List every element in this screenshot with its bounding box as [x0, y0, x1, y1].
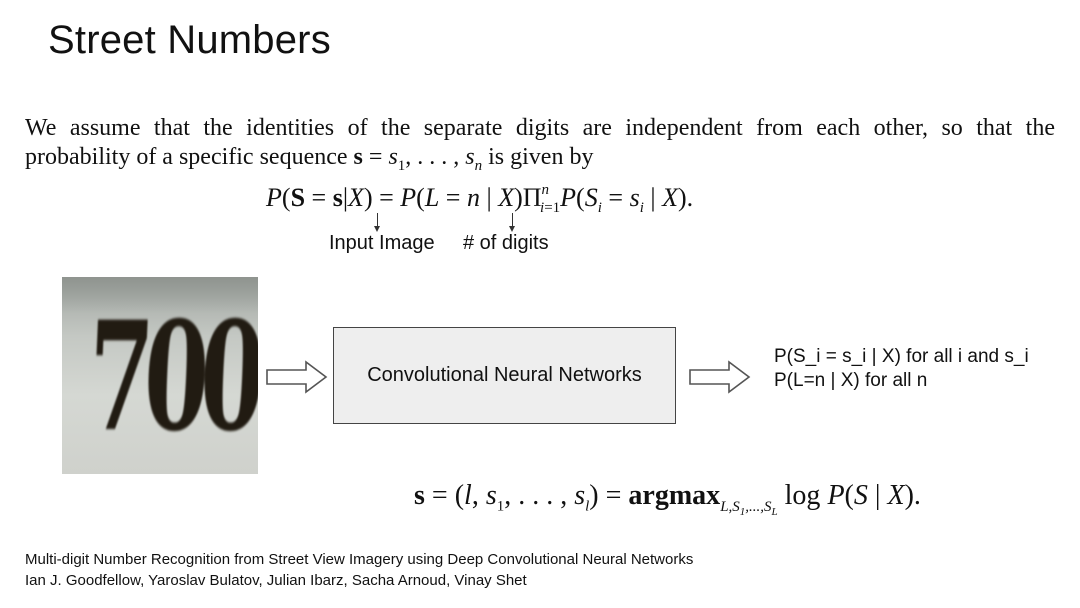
citation-authors: Ian J. Goodfellow, Yaroslav Bulatov, Jul…: [25, 572, 527, 589]
cnn-label: Convolutional Neural Networks: [367, 364, 642, 386]
num-digits-pointer-arrow: [509, 213, 515, 232]
body-paragraph: We assume that the identities of the sep…: [25, 114, 1055, 181]
paragraph-line-1: We assume that the identities of the sep…: [25, 115, 1055, 141]
num-digits-label: # of digits: [463, 232, 549, 254]
paragraph-line-2-prefix: probability of a specific sequence: [25, 144, 354, 170]
input-image-label: Input Image: [329, 232, 435, 254]
citation-title: Multi-digit Number Recognition from Stre…: [25, 551, 694, 568]
output-digit-probability: P(S_i = s_i | X) for all i and s_i: [774, 346, 1029, 367]
equation-argmax: s = (l, s1, . . . , sl) = argmaxL,S1,...…: [414, 480, 921, 518]
equation-probability: P(S = s|X) = P(L = n | X)Πni=1P(Si = si …: [266, 182, 694, 217]
input-image-pointer-arrow: [374, 213, 380, 232]
photo-shadow: [62, 277, 258, 313]
output-arrow-icon: [689, 360, 751, 394]
citation: Multi-digit Number Recognition from Stre…: [25, 549, 693, 591]
math-s: s: [353, 144, 363, 170]
photo-digits: 700: [84, 289, 258, 465]
street-number-photo: 700: [62, 277, 258, 474]
paragraph-line-2-suffix: is given by: [482, 144, 594, 170]
cnn-box: Convolutional Neural Networks: [333, 327, 676, 424]
output-length-probability: P(L=n | X) for all n: [774, 370, 928, 391]
paragraph-line-2: probability of a specific sequence s = s…: [25, 144, 594, 174]
slide-title: Street Numbers: [48, 18, 331, 62]
math-seq: s: [388, 144, 398, 170]
cnn-outputs: P(S_i = s_i | X) for all i and s_i P(L=n…: [774, 345, 1029, 393]
input-arrow-icon: [266, 360, 328, 394]
